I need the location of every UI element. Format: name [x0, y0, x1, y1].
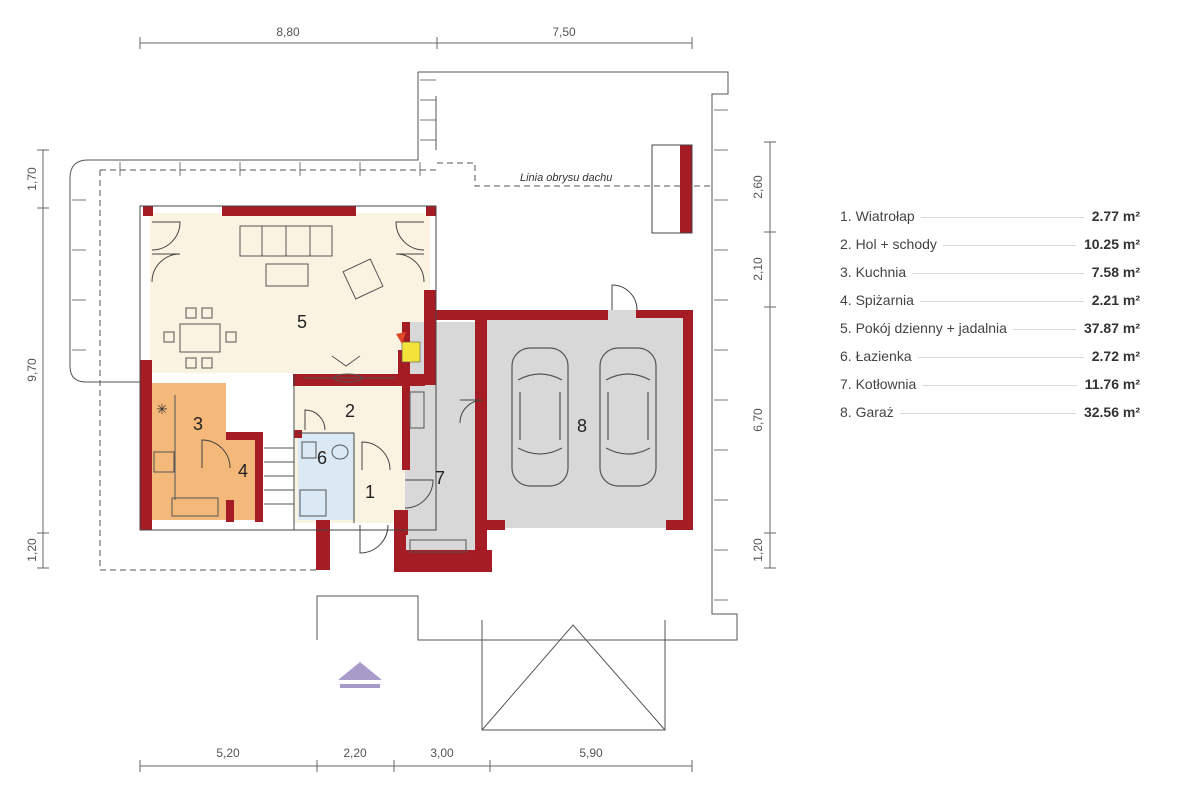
- room-number-7: 7: [435, 468, 445, 488]
- room-living: [150, 213, 430, 373]
- legend-room-area: 11.76 m²: [1076, 376, 1140, 392]
- dim-right-2: 2,10: [751, 257, 765, 281]
- dim-top-1: 8,80: [276, 25, 300, 39]
- legend-row: 2. Hol + schody 10.25 m²: [840, 230, 1140, 258]
- dim-left-2: 9,70: [25, 358, 39, 382]
- dim-top-2: 7,50: [552, 25, 576, 39]
- dim-bottom-3: 3,00: [430, 746, 454, 760]
- roof-hatch: [72, 79, 728, 601]
- dim-bottom-1: 5,20: [216, 746, 240, 760]
- legend-row: 8. Garaż 32.56 m²: [840, 398, 1140, 426]
- doors: [151, 221, 638, 554]
- legend-room-name: 3. Kuchnia: [840, 264, 913, 280]
- legend-room-area: 7.58 m²: [1083, 264, 1140, 280]
- legend-row: 7. Kotłownia 11.76 m²: [840, 370, 1140, 398]
- legend-room-name: 7. Kotłownia: [840, 376, 923, 392]
- legend-leader-line: [919, 300, 1084, 302]
- dim-right-1: 2,60: [751, 175, 765, 199]
- legend-room-area: 10.25 m²: [1075, 236, 1140, 252]
- legend-leader-line: [912, 272, 1084, 274]
- legend-leader-line: [917, 356, 1084, 358]
- dim-right-3: 6,70: [751, 408, 765, 432]
- room-numbers: 1 2 3 4 5 6 7 8: [193, 312, 587, 502]
- legend-room-name: 5. Pokój dzienny + jadalnia: [840, 320, 1013, 336]
- roof-outline-label: Linia obrysu dachu: [520, 172, 612, 184]
- legend-row: 5. Pokój dzienny + jadalnia 37.87 m²: [840, 314, 1140, 342]
- legend-row: 3. Kuchnia 7.58 m²: [840, 258, 1140, 286]
- room-number-8: 8: [577, 416, 587, 436]
- room-number-4: 4: [238, 461, 248, 481]
- legend-room-area: 2.72 m²: [1083, 348, 1140, 364]
- legend-leader-line: [920, 216, 1084, 218]
- legend-room-area: 32.56 m²: [1075, 404, 1140, 420]
- legend-room-area: 2.21 m²: [1083, 292, 1140, 308]
- legend-leader-line: [942, 244, 1076, 246]
- dim-bottom-4: 5,90: [579, 746, 603, 760]
- dimension-lines: [37, 37, 776, 772]
- room-area-legend: 1. Wiatrołap 2.77 m² 2. Hol + schody 10.…: [840, 202, 1140, 426]
- dim-right-4: 1,20: [751, 538, 765, 562]
- dim-left-3: 1,20: [25, 538, 39, 562]
- car-right: [599, 347, 657, 487]
- furniture: [153, 225, 467, 553]
- legend-room-area: 2.77 m²: [1083, 208, 1140, 224]
- room-number-1: 1: [365, 482, 375, 502]
- legend-room-name: 2. Hol + schody: [840, 236, 943, 252]
- roof-outline: [69, 71, 738, 731]
- legend-row: 6. Łazienka 2.72 m²: [840, 342, 1140, 370]
- legend-room-name: 4. Spiżarnia: [840, 292, 920, 308]
- legend-row: 1. Wiatrołap 2.77 m²: [840, 202, 1140, 230]
- dim-bottom-2: 2,20: [343, 746, 367, 760]
- car-left: [511, 347, 569, 487]
- legend-leader-line: [899, 412, 1076, 414]
- fireplace-icon: [401, 341, 421, 363]
- room-garage: [483, 310, 683, 528]
- dim-left-1: 1,70: [25, 167, 39, 191]
- room-number-5: 5: [297, 312, 307, 332]
- legend-room-name: 1. Wiatrołap: [840, 208, 921, 224]
- room-number-6: 6: [317, 448, 327, 468]
- dimension-labels: 8,80 7,50 5,20 2,20 3,00 5,90 1,70 9,70 …: [25, 25, 765, 760]
- fridge-icon: ✳: [156, 401, 168, 417]
- thin-walls: [139, 144, 693, 531]
- legend-room-name: 8. Garaż: [840, 404, 900, 420]
- floor-plan: 8,80 7,50 5,20 2,20 3,00 5,90 1,70 9,70 …: [25, 25, 776, 772]
- room-number-2: 2: [345, 401, 355, 421]
- legend-row: 4. Spiżarnia 2.21 m²: [840, 286, 1140, 314]
- legend-room-area: 37.87 m²: [1075, 320, 1140, 336]
- room-floors: [150, 213, 683, 562]
- legend-leader-line: [922, 384, 1077, 386]
- room-number-3: 3: [193, 414, 203, 434]
- flame-icon: [396, 332, 406, 344]
- legend-leader-line: [1012, 328, 1076, 330]
- legend-room-name: 6. Łazienka: [840, 348, 918, 364]
- walls: [140, 145, 693, 572]
- entrance-arrow-icon: [338, 662, 382, 688]
